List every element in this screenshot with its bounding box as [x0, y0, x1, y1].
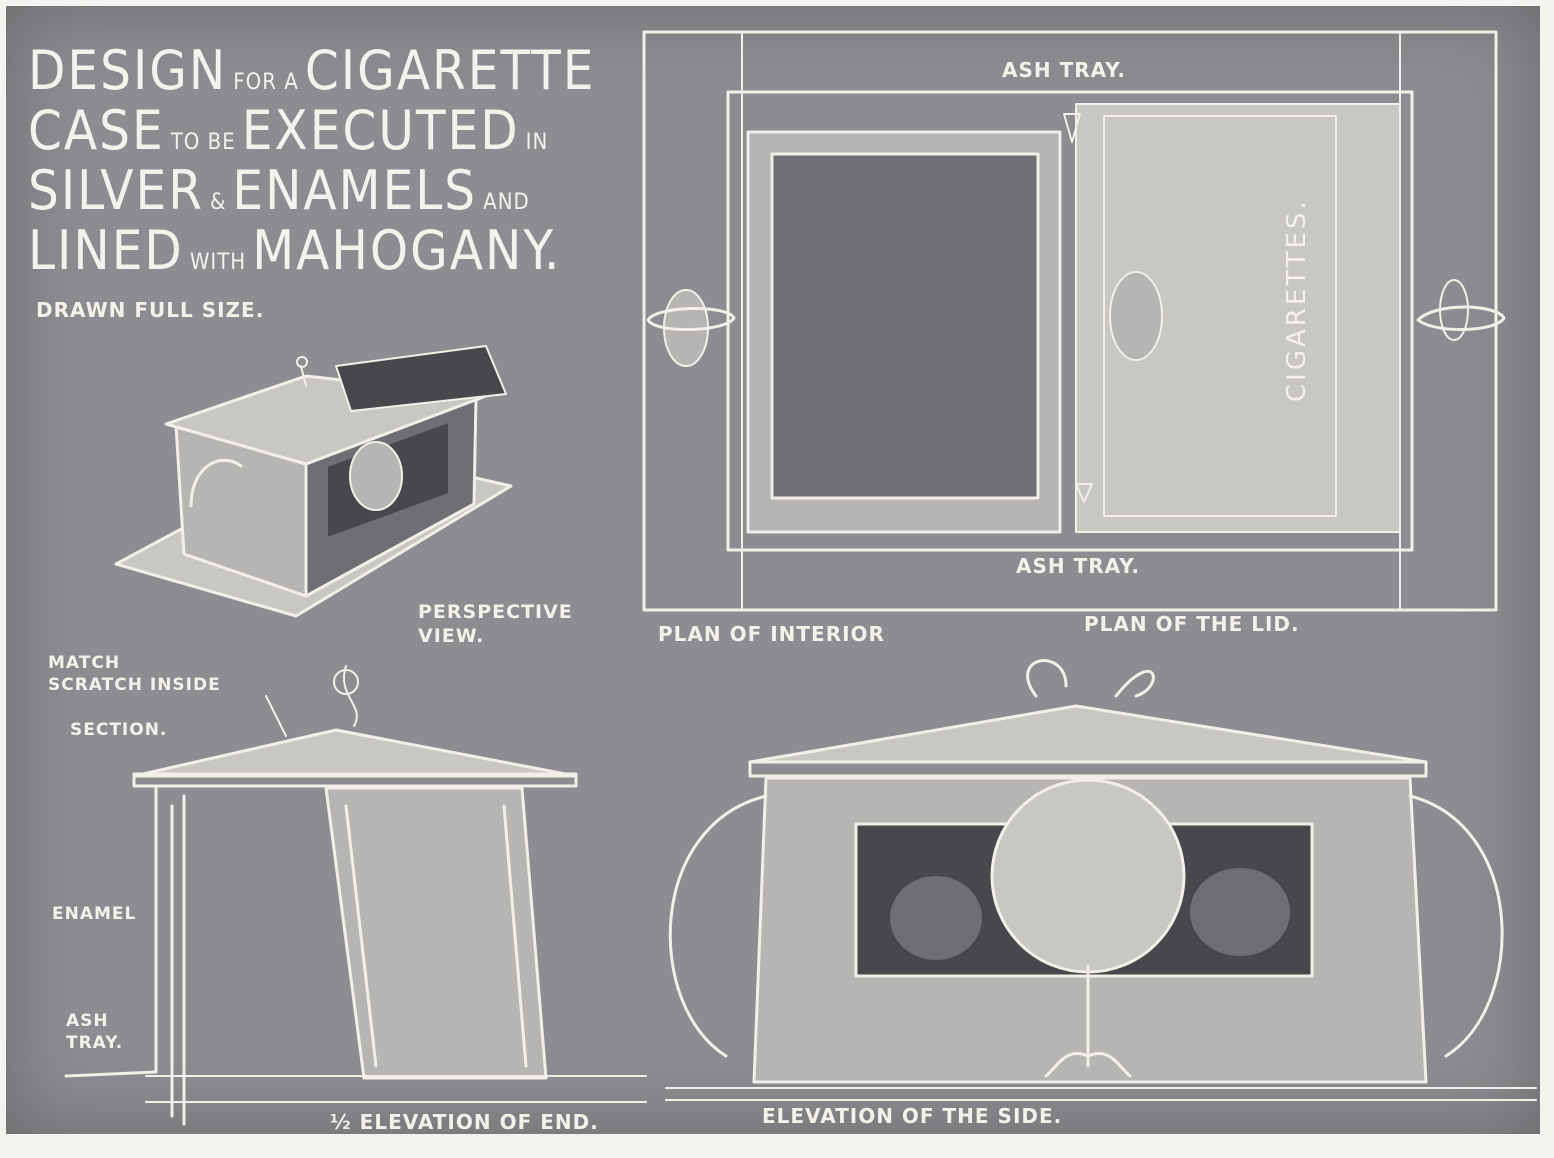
label-section: Section.	[70, 720, 168, 740]
perspective-view-drawing	[114, 345, 513, 618]
label-ash-tray-bottom: Ash Tray.	[1016, 554, 1140, 578]
drawing-sheet: Designfor aCigarette Caseto beExecutedin…	[6, 6, 1540, 1134]
end-elevation-drawing	[64, 665, 647, 1126]
title-line-3: Silver&Enamelsand	[28, 159, 530, 222]
label-ash-tray-side: Ash Tray.	[66, 1011, 124, 1053]
title-line-2: Caseto beExecutedin	[28, 99, 549, 162]
label-enamel: Enamel	[52, 904, 137, 924]
side-elevation-drawing	[665, 659, 1537, 1101]
label-cigarettes: Cigarettes.	[1282, 198, 1312, 402]
label-match-scratch: Match Scratch Inside	[48, 653, 221, 695]
technical-drawing	[64, 30, 1537, 1126]
title-line-4: LinedwithMahogany.	[28, 219, 562, 282]
plan-drawing	[642, 30, 1506, 612]
label-half-elevation-end: ½ Elevation of End.	[330, 1110, 599, 1134]
label-perspective-view: Perspective View.	[418, 601, 573, 647]
label-plan-lid: Plan of the Lid.	[1084, 612, 1300, 636]
label-plan-interior: Plan of Interior	[658, 622, 885, 646]
scale-note: Drawn Full Size.	[36, 298, 265, 322]
label-ash-tray-top: Ash Tray.	[1002, 58, 1126, 82]
label-elevation-side: Elevation of the Side.	[762, 1104, 1063, 1128]
title-line-1: Designfor aCigarette	[28, 39, 596, 102]
drawing-title: Designfor aCigarette Caseto beExecutedin…	[28, 44, 595, 284]
